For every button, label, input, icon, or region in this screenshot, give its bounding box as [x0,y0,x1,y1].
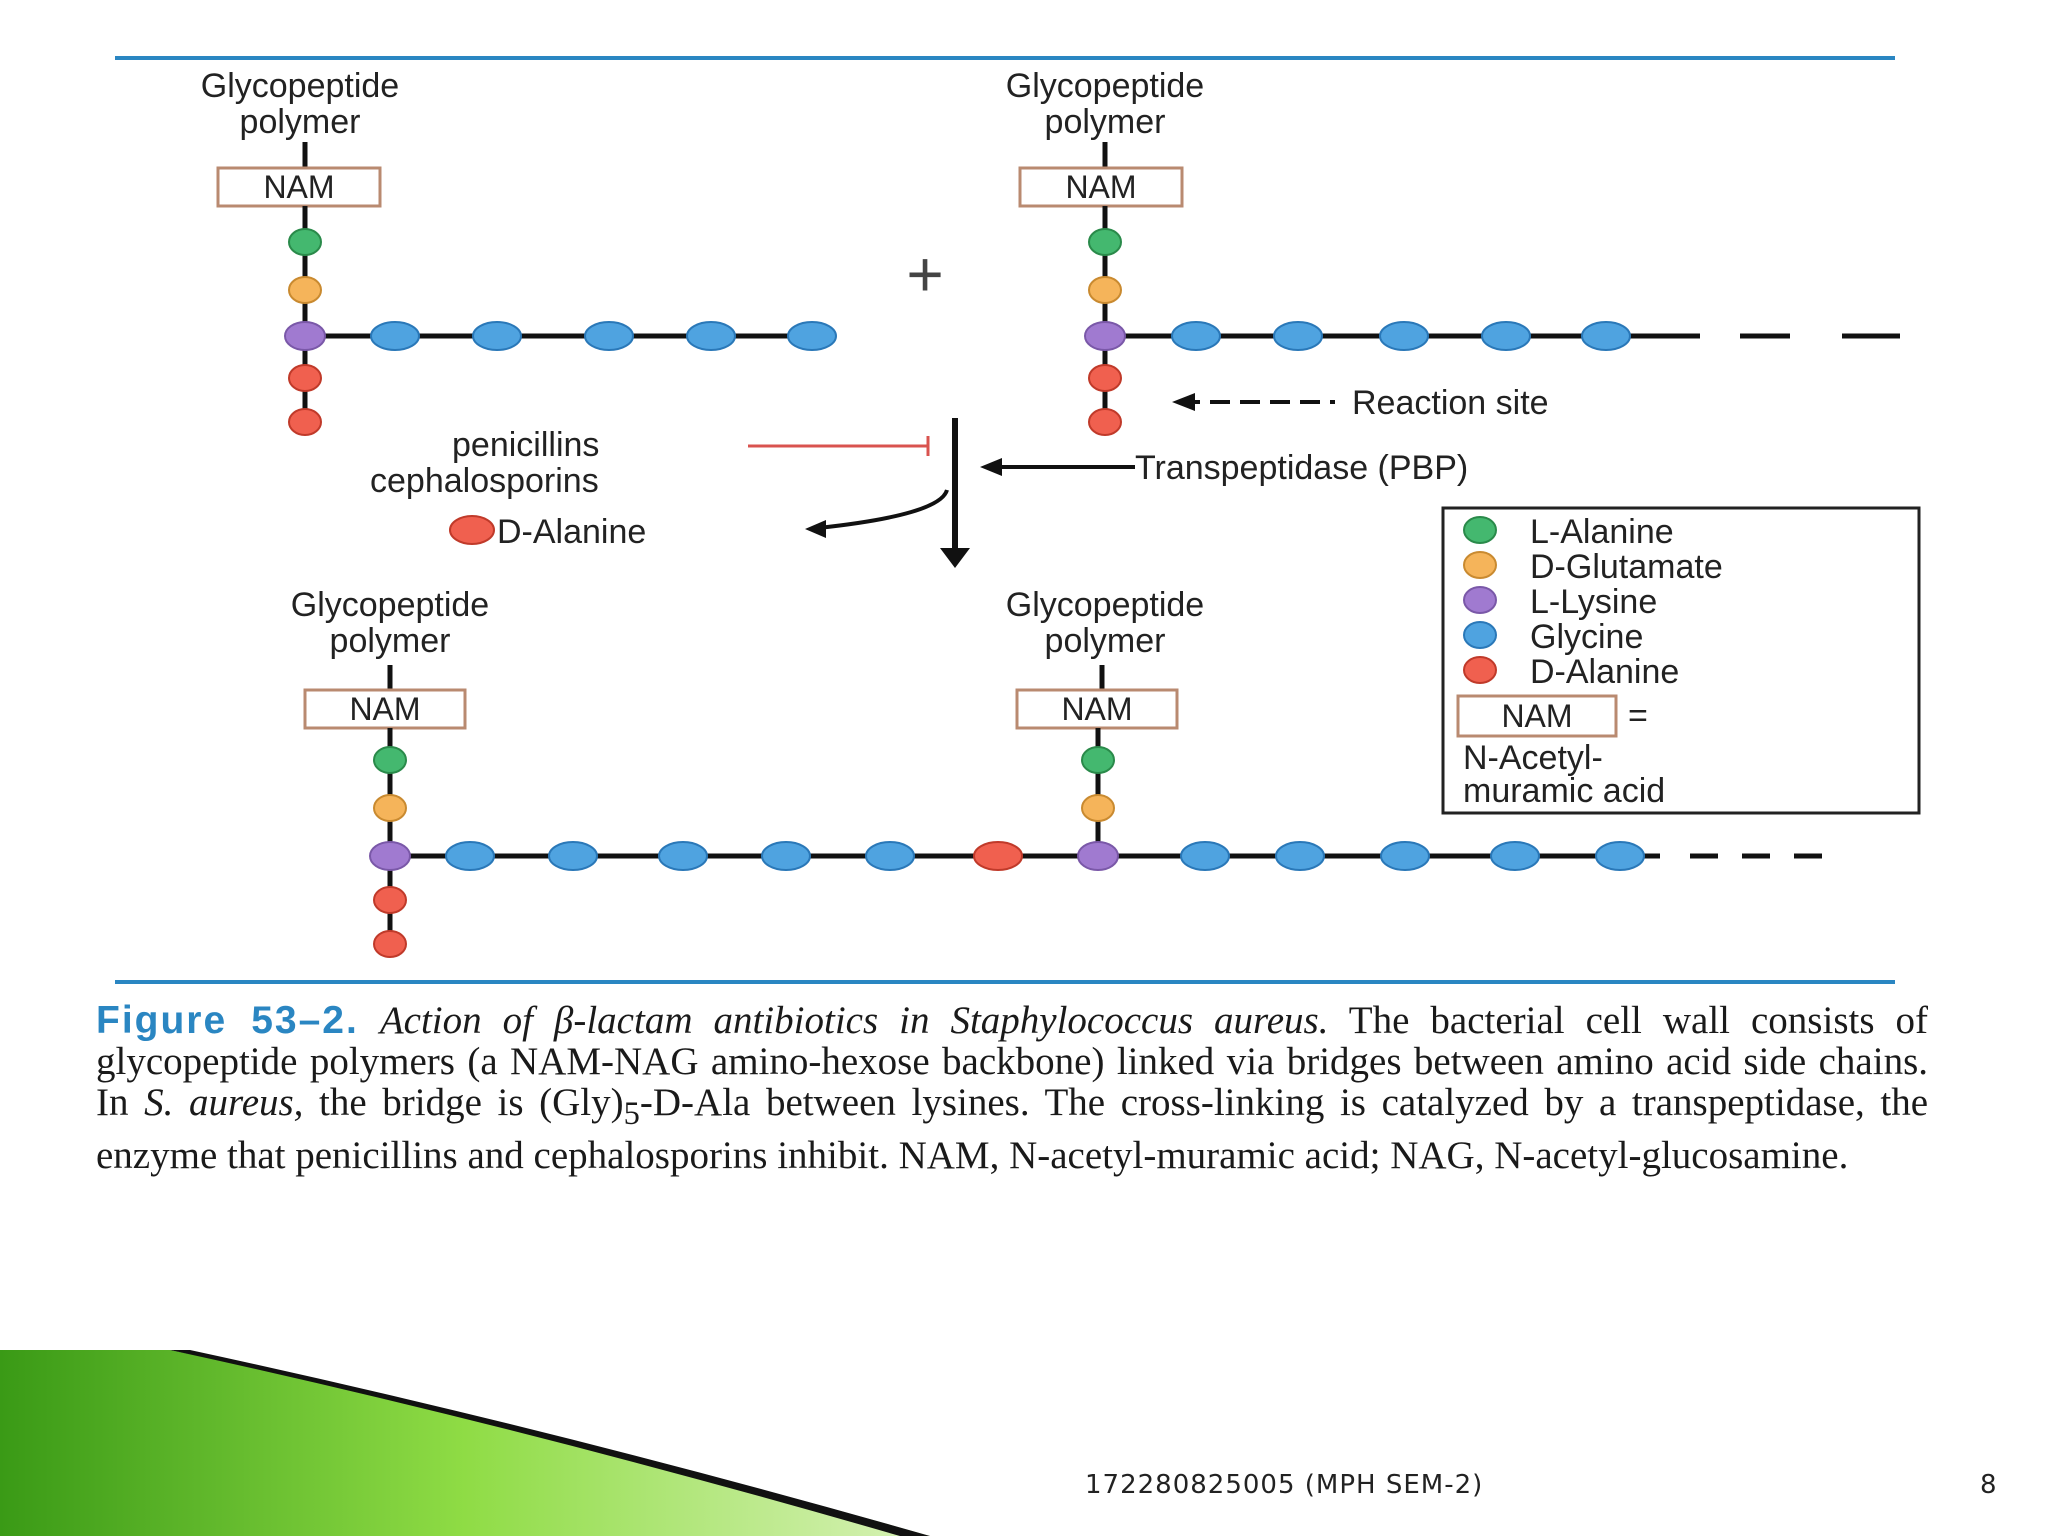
caption-text-1: The bacterial cell wall consists of glyc… [96,999,1928,1124]
svg-text:polymer: polymer [1045,622,1166,660]
nam-box [303,688,467,730]
figure-label: Figure 53–2. [96,999,359,1042]
svg-text:penicillins: penicillins [452,426,599,464]
slide-number: 8 [1980,1470,1997,1500]
legend-item-d-glutamate: D-Glutamate [1463,548,1723,586]
svg-text:Glycopeptide: Glycopeptide [1006,67,1204,105]
svg-text:polymer: polymer [240,103,361,141]
figure-title: Action of β-lactam antibiotics in Staphy… [379,999,1329,1042]
svg-text:Reaction site: Reaction site [1352,384,1549,422]
svg-text:cephalosporins: cephalosporins [370,462,599,500]
svg-text:polymer: polymer [1045,103,1166,141]
svg-text:=: = [1628,697,1648,735]
legend-nam-definition: NAM = N-Acetyl- muramic acid [1456,694,1665,810]
caption-subscript: 5 [623,1095,640,1132]
svg-text:NAM: NAM [1065,169,1136,205]
nam-box [1015,688,1179,730]
legend-item-l-lysine: L-Lysine [1463,583,1657,621]
svg-text:NAM: NAM [263,169,334,205]
svg-text:N-Acetyl-: N-Acetyl- [1463,739,1603,777]
reaction-site-annotation: Reaction site [1172,384,1549,422]
caption-text-3: -D-Ala between lysines. The cross-linkin… [96,1081,1929,1177]
released-d-alanine: D-Alanine [449,513,646,551]
nam-box [1018,166,1184,208]
legend-item-glycine: Glycine [1463,618,1643,656]
reaction-arrow [805,418,970,568]
svg-text:L-Alanine: L-Alanine [1530,513,1674,551]
legend: L-Alanine D-Glutamate L-Lysine Glycine D… [1441,506,1921,815]
svg-text:Glycopeptide: Glycopeptide [201,67,399,105]
top-left-strand: Glycopeptide polymer NAM [201,67,837,436]
svg-text:muramic acid: muramic acid [1463,772,1665,810]
svg-text:D-Alanine: D-Alanine [497,513,646,551]
legend-item-d-alanine: D-Alanine [1463,653,1679,691]
svg-text:Transpeptidase (PBP): Transpeptidase (PBP) [1135,449,1468,487]
svg-text:NAM: NAM [1061,691,1132,727]
caption-species: S. aureus, [144,1081,304,1124]
peptidoglycan-diagram: Glycopeptide polymer NAM + Glycopeptide … [115,56,1921,984]
cross-link-bridge [369,841,1822,871]
bottom-left-strand: Glycopeptide polymer NAM [291,586,489,958]
top-right-strand: Glycopeptide polymer NAM [1006,67,1900,436]
svg-text:Glycopeptide: Glycopeptide [1006,586,1204,624]
plus-sign: + [906,238,943,310]
svg-text:Glycine: Glycine [1530,618,1643,656]
footer-text: 172280825005 (MPH SEM-2) [1085,1470,1484,1500]
legend-box [1441,506,1921,815]
bottom-right-strand: Glycopeptide polymer NAM [1006,586,1204,856]
caption-text-2: the bridge is (Gly) [319,1081,624,1124]
svg-text:D-Glutamate: D-Glutamate [1530,548,1723,586]
svg-text:NAM: NAM [1501,698,1572,734]
inhibitors-annotation: penicillins cephalosporins [370,426,930,500]
transpeptidase-annotation: Transpeptidase (PBP) [980,449,1468,487]
svg-text:D-Alanine: D-Alanine [1530,653,1679,691]
figure-caption: Figure 53–2. Action of β-lactam antibiot… [96,1000,1928,1176]
svg-text:polymer: polymer [330,622,451,660]
nam-box [216,166,382,208]
svg-text:NAM: NAM [349,691,420,727]
svg-text:Glycopeptide: Glycopeptide [291,586,489,624]
svg-text:L-Lysine: L-Lysine [1530,583,1657,621]
legend-item-l-alanine: L-Alanine [1463,513,1674,551]
